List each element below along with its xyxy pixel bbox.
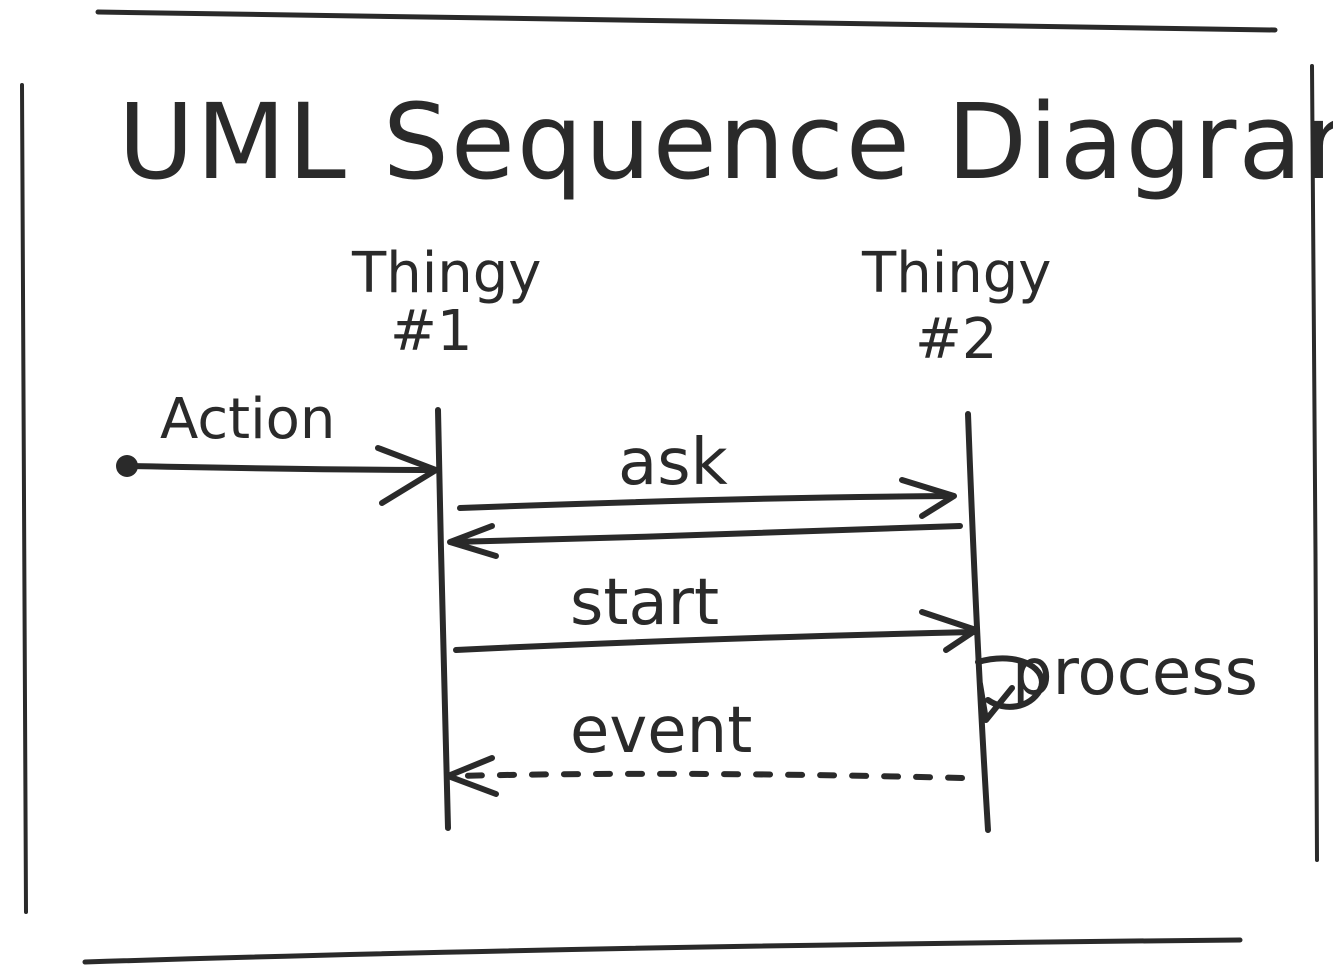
message-process: process (975, 636, 1258, 723)
message-action-arrowhead (375, 445, 439, 506)
frame-left-line (20, 83, 28, 914)
message-ask: ask (457, 426, 957, 519)
message-event-line (453, 770, 965, 781)
message-process-loop (975, 655, 1045, 710)
message-process-label: process (1012, 636, 1258, 710)
diagram-title: UML Sequence Diagram (118, 81, 1333, 203)
message-ask-arrowhead (899, 477, 957, 519)
message-start: start (453, 566, 979, 653)
participant-1-name: Thingy (351, 241, 541, 306)
participant-2-label: Thingy #2 (861, 241, 1051, 372)
participant-2-name: Thingy (861, 241, 1051, 306)
frame-top-line (95, 9, 1278, 33)
message-return-line (449, 523, 963, 545)
frame-right-line (1310, 64, 1319, 862)
message-start-label: start (570, 566, 719, 640)
participant-1-number: #1 (390, 299, 473, 364)
frame (20, 9, 1319, 965)
message-process-arrowhead (977, 681, 1015, 723)
participant-1-label: Thingy #1 (351, 241, 541, 364)
message-return (447, 523, 963, 559)
message-start-line (453, 629, 977, 653)
frame-bottom-line (82, 937, 1243, 965)
message-event: event (445, 694, 965, 797)
message-action-label: Action (160, 387, 335, 452)
message-start-arrowhead (919, 609, 979, 653)
message-action: Action (116, 387, 439, 506)
message-event-label: event (570, 694, 752, 768)
lifeline-participant-1 (435, 407, 451, 831)
participant-2-number: #2 (915, 307, 998, 372)
message-ask-label: ask (618, 426, 728, 500)
message-event-arrowhead (445, 755, 499, 797)
lifeline-participant-2 (965, 411, 991, 833)
message-ask-line (457, 493, 955, 511)
message-action-line (124, 463, 437, 473)
message-return-arrowhead (447, 523, 499, 559)
